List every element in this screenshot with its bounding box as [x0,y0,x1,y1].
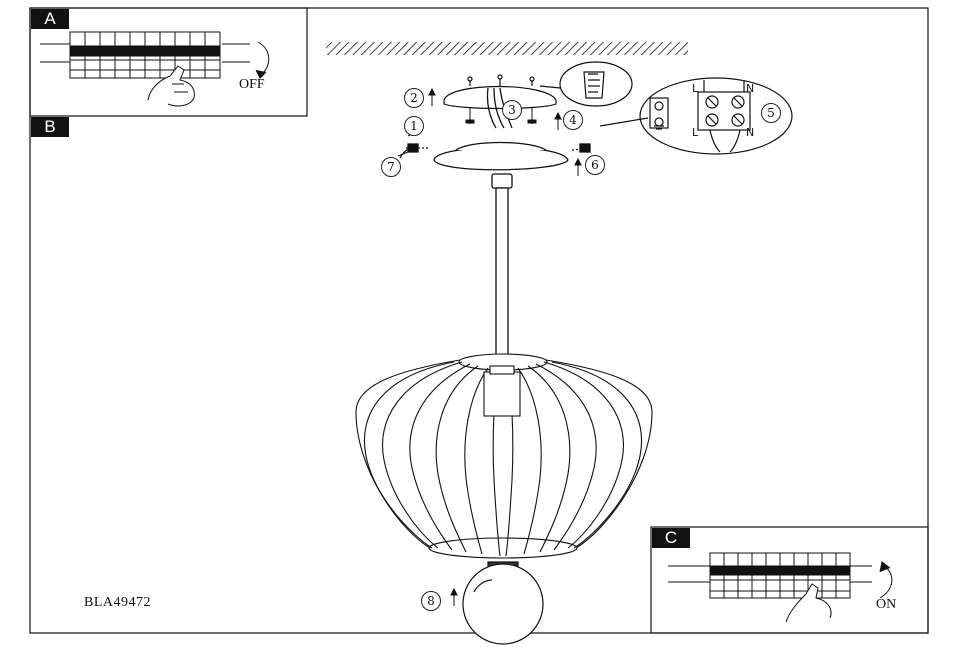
step-1: 1 [404,116,424,136]
wall-plug-detail [539,61,633,107]
step-5: 5 [761,103,781,123]
step-8: 8 [421,591,441,611]
panel-c-frame [650,526,929,634]
step-6: 6 [585,155,605,175]
panel-b-tab: B [31,117,69,137]
wire-label-l-top: L [692,82,699,95]
model-number: BLA49472 [84,595,151,610]
suspension-rod [491,173,513,359]
on-label: ON [876,597,897,612]
step-3: 3 [502,100,522,120]
mounting-bracket [443,74,557,110]
step-2: 2 [404,88,424,108]
panel-a-breaker-icon [40,31,270,107]
terminal-block-detail [599,77,793,155]
ceiling-screws [465,108,537,124]
panel-a-frame [29,7,308,117]
off-label: OFF [239,77,265,92]
step-7: 7 [381,157,401,177]
step-4: 4 [563,110,583,130]
panel-c-breaker-icon [668,552,893,623]
cage-shade [355,353,653,559]
wire-label-n-bottom: N [746,126,755,139]
wire-label-l-bottom: L [692,126,699,139]
light-bulb [462,561,544,645]
canopy [399,141,593,171]
panel-c-tab: C [652,528,690,548]
wire-label-n-top: N [746,82,755,95]
panel-a-tab: A [31,9,69,29]
ceiling-hatch [326,42,688,55]
